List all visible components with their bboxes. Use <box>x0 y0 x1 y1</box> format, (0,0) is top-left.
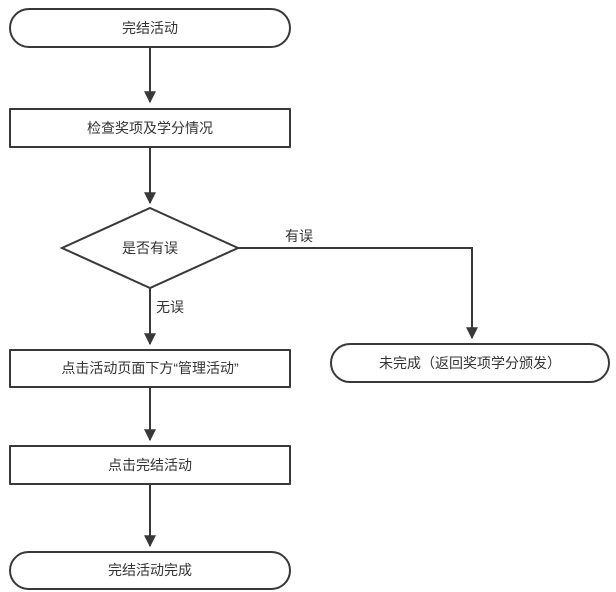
node-check-awards-credits: 检查奖项及学分情况 <box>9 108 291 148</box>
edge-label-has-error: 有误 <box>283 226 315 246</box>
node-decision-label: 是否有误 <box>122 240 178 256</box>
node-click-finish-activity: 点击完结活动 <box>9 445 291 485</box>
node-check-label: 检查奖项及学分情况 <box>87 119 213 136</box>
node-done-terminator: 完结活动完成 <box>9 551 291 590</box>
node-decision-has-error: 是否有误 <box>62 208 238 288</box>
node-start-label: 完结活动 <box>122 19 178 36</box>
node-start-terminator: 完结活动 <box>9 8 291 48</box>
node-done-label: 完结活动完成 <box>108 562 192 579</box>
edge-label-no-error: 无误 <box>154 297 186 317</box>
node-click-manage-activity: 点击活动页面下方“管理活动” <box>9 349 291 388</box>
node-click-finish-label: 点击完结活动 <box>108 456 192 473</box>
node-incomplete-return-award-credit: 未完成（返回奖项学分颁发） <box>330 343 610 383</box>
node-incomplete-label: 未完成（返回奖项学分颁发） <box>379 354 561 371</box>
node-manage-label: 点击活动页面下方“管理活动” <box>61 360 239 377</box>
edge-decision-to-incomplete <box>238 247 478 340</box>
